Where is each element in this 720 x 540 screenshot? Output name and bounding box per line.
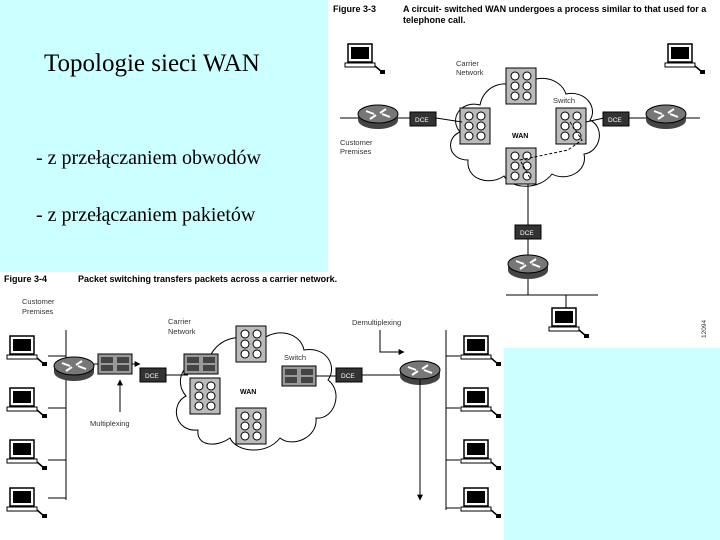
fig33-carrier-label-2: Network — [456, 68, 484, 77]
fig34-carrier-label-1: Carrier — [168, 317, 191, 326]
fig34-switch-label: Switch — [284, 353, 306, 362]
bullet-circuit-switching: - z przełączaniem obwodów — [36, 147, 261, 169]
fig33-switch-left — [459, 107, 491, 145]
fig33-customer-label-1: Customer — [340, 138, 373, 147]
fig34-switch-right — [281, 365, 317, 387]
fig33-pc-left — [344, 43, 386, 75]
figure-3-3: Figure 3-3 A circuit- switched WAN under… — [333, 4, 708, 339]
fig34-pc-right-4 — [460, 487, 502, 519]
fig34-pc-left-2 — [6, 387, 48, 419]
fig33-customer-label-2: Premises — [340, 147, 372, 156]
fig34-cloud-mux — [183, 353, 219, 375]
fig34-caption: Packet switching transfers packets acros… — [78, 274, 337, 284]
fig33-router-right — [645, 104, 687, 130]
fig34-demux-label: Demultiplexing — [352, 318, 401, 327]
slide-text-panel: Topologie sieci WAN - z przełączaniem ob… — [0, 0, 328, 272]
figure-3-4: Figure 3-4 Packet switching transfers pa… — [4, 274, 502, 519]
fig33-link-left-cloud — [435, 117, 463, 123]
fig34-demux-arrow — [379, 330, 405, 355]
fig33-dce-left-label: DCE — [415, 117, 429, 124]
fig33-pc-bottom — [548, 307, 590, 339]
fig34-pc-right-3 — [460, 439, 502, 471]
fig34-switch-bottom — [235, 407, 267, 445]
fig33-caption-line2: telephone call. — [403, 15, 466, 25]
bullet-packet-switching: - z przełączaniem pakietów — [36, 204, 256, 226]
fig34-number: Figure 3-4 — [4, 274, 47, 284]
fig33-switch-label: Switch — [553, 96, 575, 105]
fig33-router-bottom — [507, 254, 549, 280]
fig34-customer-label-2: Premises — [22, 307, 54, 316]
fig34-customer-label-1: Customer — [22, 297, 55, 306]
fig33-link-right-cloud — [585, 117, 605, 123]
fig33-caption-line1: A circuit- switched WAN undergoes a proc… — [403, 4, 707, 14]
fig34-mux-left — [97, 353, 133, 375]
fig33-router-left — [357, 104, 399, 130]
fig34-switch-top — [235, 325, 267, 363]
fig33-carrier-label-1: Carrier — [456, 59, 479, 68]
slide-title: Topologie sieci WAN — [44, 50, 260, 77]
fig34-router-left — [53, 356, 95, 382]
fig34-wan-label: WAN — [240, 389, 256, 396]
fig33-switch-bottom — [505, 147, 537, 185]
fig34-pc-left-3 — [6, 439, 48, 471]
fig33-dce-right-label: DCE — [608, 117, 622, 124]
fig34-pc-right-2 — [460, 387, 502, 419]
background-panel — [504, 348, 720, 540]
fig33-side-id: 12094 — [701, 320, 708, 338]
fig34-switch-left — [189, 377, 221, 415]
fig34-pc-left-1 — [6, 335, 48, 367]
fig34-mux-label: Multiplexing — [90, 419, 130, 428]
fig34-dce-right-label: DCE — [341, 373, 355, 380]
fig34-pc-right-1 — [460, 335, 502, 367]
fig33-switch-top — [505, 67, 537, 105]
fig33-number: Figure 3-3 — [333, 4, 376, 14]
fig34-pc-left-4 — [6, 487, 48, 519]
fig33-pc-right — [664, 43, 706, 75]
fig34-carrier-label-2: Network — [168, 327, 196, 336]
fig33-dce-bottom-label: DCE — [520, 230, 534, 237]
fig34-dce-left-label: DCE — [145, 373, 159, 380]
fig33-wan-label: WAN — [512, 133, 528, 140]
